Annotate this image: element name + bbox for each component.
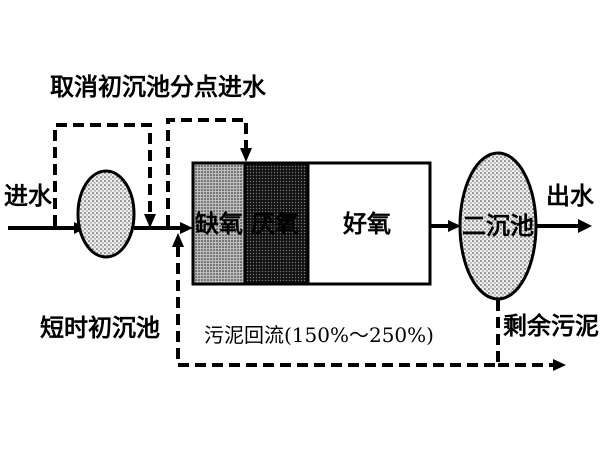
step-feed-label: 分点进水	[170, 73, 267, 101]
short-primary-clarifier	[76, 169, 136, 259]
excess-sludge-label: 剩余污泥	[503, 312, 599, 340]
step-feed-dashed-line	[166, 118, 248, 226]
anoxic-zone	[191, 161, 247, 286]
reactor-inlet-arrowhead	[180, 222, 193, 234]
aerobic-label: 好氧	[342, 210, 391, 238]
step-feed-arrowhead	[240, 148, 252, 162]
excess-sludge-arrowhead	[553, 359, 566, 371]
anaerobic-zone	[243, 161, 310, 286]
bypass-primary-dashed-line	[53, 123, 152, 226]
clarifier-inlet-arrowhead	[448, 220, 461, 232]
sludge-return-arrowhead	[172, 233, 184, 247]
sludge-return-dashed-line	[176, 245, 500, 367]
short-primary-label: 短时初沉池	[40, 314, 160, 342]
sludge-return-label: 污泥回流(150%～250%)	[204, 323, 434, 347]
secondary-clarifier-label: 二沉池	[462, 212, 534, 240]
inflow-label: 进水	[4, 182, 53, 210]
anoxic-label: 缺氧	[195, 210, 243, 238]
anaerobic-label: 厌氧	[251, 210, 299, 238]
bypass-primary-label: 取消初沉池	[50, 73, 170, 101]
aerobic-zone	[306, 161, 432, 286]
outflow-arrowhead	[578, 219, 592, 233]
outflow-label: 出水	[546, 182, 595, 210]
bypass-arrowhead	[144, 214, 156, 228]
